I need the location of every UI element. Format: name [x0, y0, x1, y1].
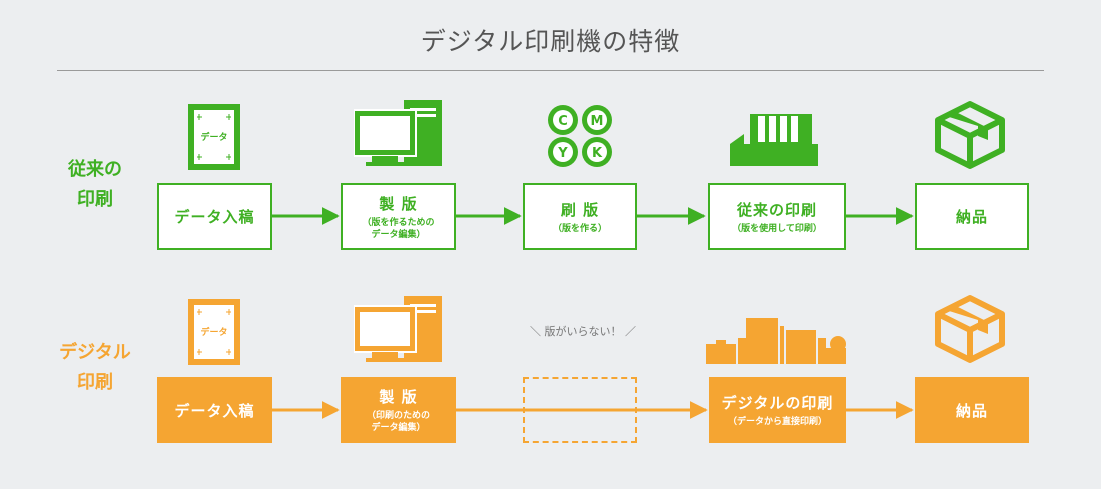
computer-icon: [354, 296, 442, 362]
no-plate-note: ＼ 版がいらない！ ／: [530, 325, 636, 338]
data-sheet-icon: データ: [188, 104, 240, 170]
data-sheet-icon: データ: [188, 299, 240, 365]
digital-step-prepress: 製 版 （印刷のための データ編集）: [341, 377, 456, 443]
conventional-step-prepress: 製 版 （版を作るための データ編集）: [341, 183, 456, 250]
step-sub-label: （版を作る）: [552, 223, 607, 234]
page-title: デジタル印刷機の特徴: [420, 27, 681, 56]
step-main-label: データ入稿: [174, 401, 255, 420]
digital-step-no-plate: [523, 377, 637, 443]
step-sub-label: （データから直接印刷）: [727, 417, 827, 427]
conventional-step-data-input: データ入稿: [157, 183, 272, 250]
computer-icon: [354, 100, 442, 166]
cmyk-y-label: Y: [557, 146, 568, 161]
digital-step-data-input: データ入稿: [157, 377, 272, 443]
data-sheet-text: データ: [200, 131, 227, 143]
step-main-label: 納品: [955, 208, 988, 226]
digital-step-delivery: 納品: [915, 377, 1029, 443]
step-sub-label: （版を作るための データ編集）: [362, 217, 435, 240]
package-box-icon: [935, 101, 1005, 169]
cmyk-c-label: C: [558, 114, 568, 129]
step-main-label: 納品: [955, 401, 988, 420]
conventional-row-label: 従来の 印刷: [68, 159, 122, 210]
digital-step-printing: デジタルの印刷 （データから直接印刷）: [709, 377, 846, 443]
step-sub-label: （印刷のための データ編集）: [366, 411, 430, 433]
package-box-icon: [935, 295, 1005, 363]
conventional-step-platemaking: 刷 版 （版を作る）: [523, 183, 637, 250]
digital-press-icon: [706, 318, 846, 364]
data-sheet-text: データ: [200, 326, 227, 338]
offset-press-icon: [730, 114, 818, 166]
conventional-step-delivery: 納品: [915, 183, 1029, 250]
step-main-label: 製 版: [379, 388, 418, 406]
cmyk-m-label: M: [591, 114, 604, 129]
step-sub-label: （版を使用して印刷）: [732, 223, 822, 234]
step-main-label: 製 版: [379, 194, 418, 213]
cmyk-k-label: K: [592, 146, 603, 161]
step-main-label: 従来の印刷: [736, 200, 817, 219]
step-main-label: 刷 版: [560, 200, 600, 219]
digital-row-label: デジタル 印刷: [59, 342, 131, 393]
conventional-step-printing: 従来の印刷 （版を使用して印刷）: [708, 183, 846, 250]
step-main-label: データ入稿: [174, 208, 255, 226]
cmyk-plates-icon: C M Y K: [548, 105, 612, 167]
title-divider: [57, 70, 1044, 71]
step-main-label: デジタルの印刷: [721, 394, 834, 412]
